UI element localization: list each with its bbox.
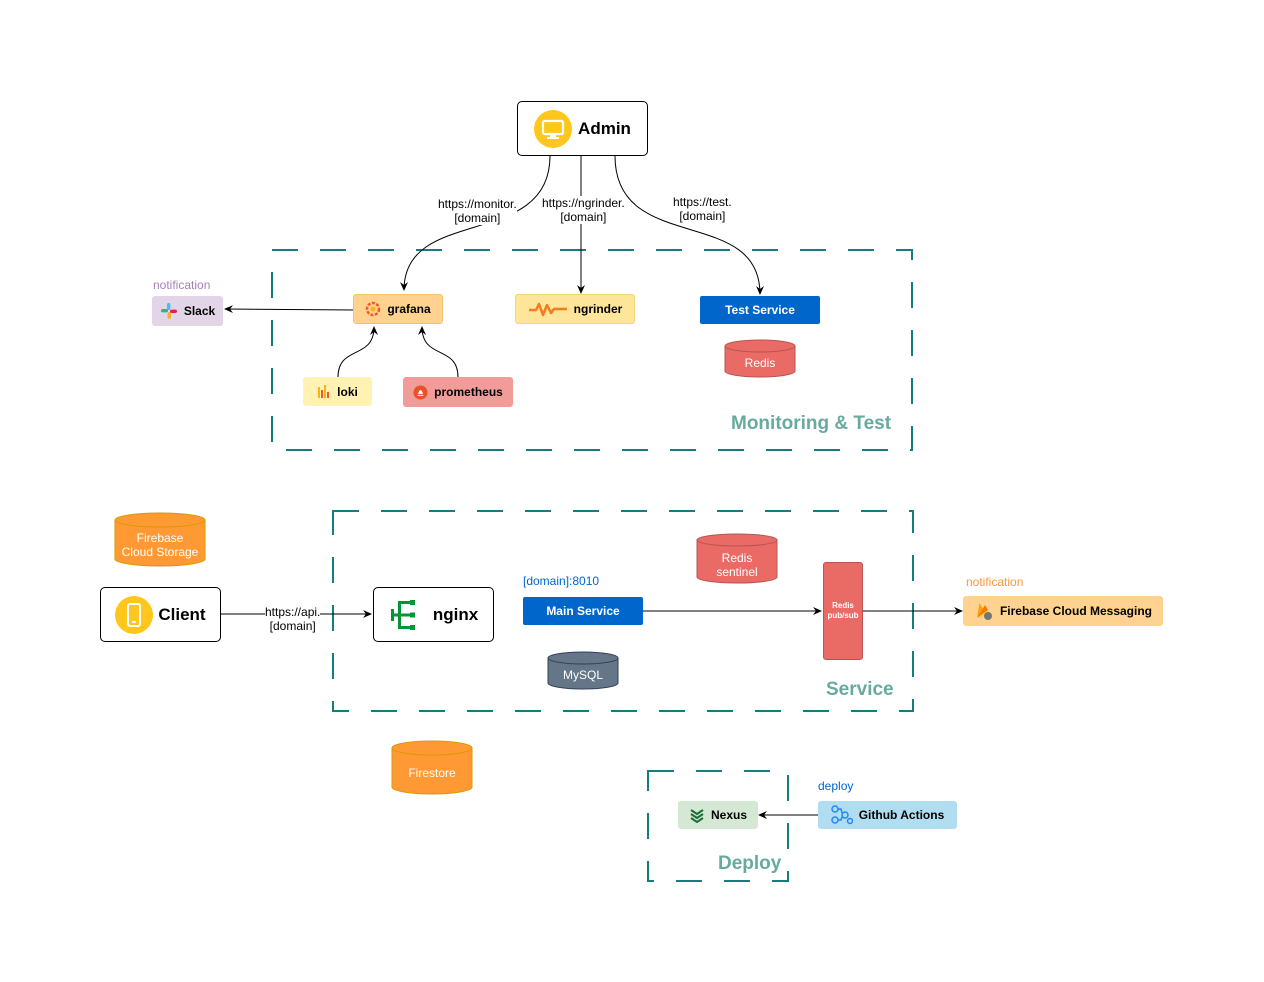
firebase-storage-label: Firebase Cloud Storage [121, 531, 199, 559]
mysql-cylinder [547, 651, 619, 690]
edge-prometheus-grafana [418, 326, 459, 378]
edge-grafana-slack [224, 305, 355, 314]
test-service-label: Test Service [725, 303, 795, 317]
nexus-label: Nexus [710, 808, 748, 822]
loki-label: loki [337, 384, 358, 399]
grafana-label: grafana [387, 302, 431, 316]
slack-icon [160, 302, 178, 320]
admin-node[interactable]: Admin [517, 101, 648, 156]
redis-sentinel-cylinder [696, 533, 778, 584]
github-actions-node[interactable]: Github Actions [818, 801, 957, 829]
loki-icon [317, 384, 331, 400]
prometheus-node[interactable]: prometheus [403, 377, 513, 407]
fcm-label: Firebase Cloud Messaging [999, 604, 1153, 618]
monitoring-group-title: Monitoring & Test [731, 413, 892, 434]
nexus-icon [689, 807, 705, 823]
monitoring-group-border [271, 249, 913, 451]
firestore-cylinder [391, 740, 473, 795]
prometheus-label: prometheus [434, 385, 503, 399]
client-label: Client [158, 604, 206, 624]
ngrinder-label: ngrinder [573, 302, 623, 316]
slack-label: Slack [183, 304, 216, 318]
mysql-label: MySQL [562, 668, 603, 682]
edge-label-test: https://test. [domain] [673, 195, 732, 223]
slack-note: notification [153, 278, 211, 292]
port-label: [domain]:8010 [523, 574, 600, 588]
edge-loki-grafana [337, 326, 378, 378]
redis-cylinder [724, 339, 796, 378]
nginx-node[interactable]: nginx [373, 587, 494, 642]
loki-node[interactable]: loki [303, 377, 372, 406]
client-node[interactable]: Client [100, 587, 221, 642]
monitor-icon [534, 109, 573, 148]
deploy-group-title: Deploy [718, 853, 782, 874]
phone-icon [115, 595, 154, 634]
grafana-icon [365, 301, 381, 317]
edge-label-ngrinder: https://ngrinder. [domain] [542, 196, 625, 224]
admin-label: Admin [578, 118, 631, 138]
grafana-node[interactable]: grafana [353, 294, 443, 324]
ngrinder-node[interactable]: ngrinder [515, 294, 635, 324]
firebase-icon [974, 601, 994, 621]
redis-pubsub-node[interactable]: Redis pub/sub [823, 562, 863, 660]
service-group-title: Service [826, 679, 894, 700]
deploy-note: deploy [818, 779, 854, 793]
redis-sentinel-label: Redis sentinel [716, 551, 758, 579]
edge-admin-grafana [400, 155, 551, 291]
nginx-icon [389, 598, 427, 632]
firebase-storage-cylinder [114, 512, 206, 567]
ngrinder-icon [528, 301, 568, 317]
edge-admin-test [614, 155, 764, 295]
prometheus-icon [413, 384, 428, 400]
edge-label-monitor: https://monitor. [domain] [438, 197, 517, 225]
slack-node[interactable]: Slack [152, 296, 223, 326]
fcm-node[interactable]: Firebase Cloud Messaging [963, 596, 1163, 626]
main-service-label: Main Service [546, 604, 620, 618]
github-actions-label: Github Actions [858, 808, 945, 822]
nexus-node[interactable]: Nexus [678, 801, 758, 829]
deploy-group-border [647, 770, 789, 882]
github-actions-icon [830, 805, 853, 825]
test-service-node[interactable]: Test Service [700, 296, 820, 324]
redis-label: Redis [744, 356, 776, 370]
edge-label-api: https://api. [domain] [265, 605, 321, 633]
nginx-label: nginx [432, 604, 479, 624]
firestore-label: Firestore [408, 766, 456, 780]
fcm-note: notification [966, 575, 1024, 589]
main-service-node[interactable]: Main Service [523, 597, 643, 625]
